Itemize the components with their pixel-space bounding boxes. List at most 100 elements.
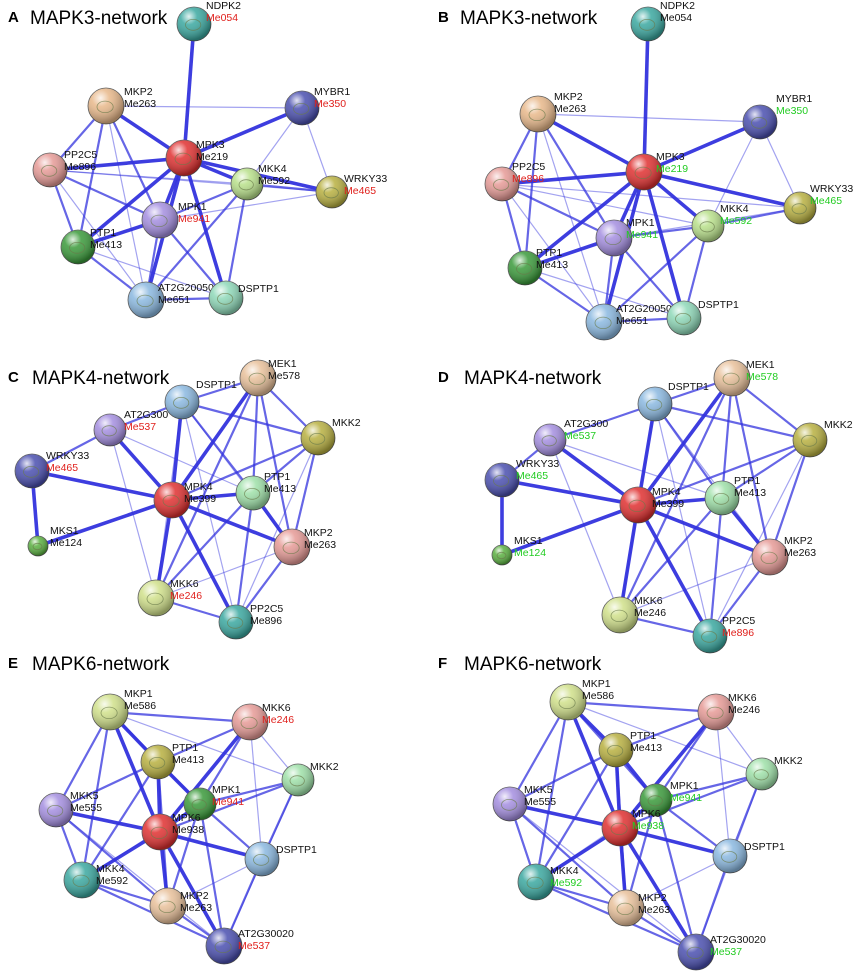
- edge-ndpk2-mpk3: [642, 23, 650, 173]
- edge-mpk1-mkk4: [81, 803, 201, 881]
- protein-structure-icon: [248, 372, 266, 386]
- node-sublabel: Me941: [626, 229, 658, 241]
- protein-structure-icon: [501, 799, 518, 811]
- edge-mek1-mpk4: [636, 376, 734, 507]
- node-gloss: [638, 387, 672, 421]
- protein-structure-icon: [607, 745, 624, 757]
- node-sublabel: Me465: [344, 185, 376, 197]
- protein-structure-icon: [496, 551, 507, 560]
- node-dsptp1[interactable]: DSPTP1: [164, 379, 237, 420]
- edge-mek1-mpk4: [170, 376, 260, 502]
- node-dsptp1[interactable]: DSPTP1: [244, 841, 317, 877]
- node-label: PTP1: [630, 730, 656, 742]
- node-gloss: [667, 301, 701, 335]
- node-dsptp1[interactable]: DSPTP1: [666, 299, 739, 336]
- node-sublabel: Me938: [172, 824, 204, 836]
- node-gloss: [599, 733, 633, 767]
- edge-dsptp1-pp2c5: [654, 403, 711, 637]
- edge-mkp1-mkk5: [509, 701, 569, 805]
- node-mkk2[interactable]: MKK2: [300, 417, 361, 456]
- edge-mkk2-mpk6: [619, 772, 763, 830]
- node-mkk2[interactable]: MKK2: [792, 419, 853, 458]
- node-label: DSPTP1: [744, 841, 785, 853]
- edge-pp2c5-mpk3: [501, 170, 645, 186]
- edge-at2g30020-mpk6: [158, 831, 226, 947]
- protein-structure-icon: [594, 316, 612, 330]
- node-mkk2[interactable]: MKK2: [281, 761, 339, 797]
- edge-at2g300-mkk6: [109, 429, 157, 599]
- node-label: MKK5: [70, 790, 99, 802]
- protein-structure-icon: [146, 592, 164, 606]
- node-dsptp1[interactable]: DSPTP1: [637, 381, 709, 422]
- node-dsptp1[interactable]: DSPTP1: [208, 280, 279, 316]
- node-dsptp1[interactable]: DSPTP1: [712, 838, 785, 874]
- node-mkk2[interactable]: MKK2: [745, 755, 803, 791]
- edge-mks1-mpk4: [37, 498, 173, 548]
- node-gloss: [316, 176, 348, 208]
- node-gloss: [602, 597, 638, 633]
- node-label: MPK3: [196, 139, 225, 151]
- node-label: DSPTP1: [668, 381, 709, 393]
- node-gloss: [693, 619, 727, 653]
- node-gloss: [236, 476, 270, 510]
- node-gloss: [508, 251, 542, 285]
- node-gloss: [631, 7, 665, 41]
